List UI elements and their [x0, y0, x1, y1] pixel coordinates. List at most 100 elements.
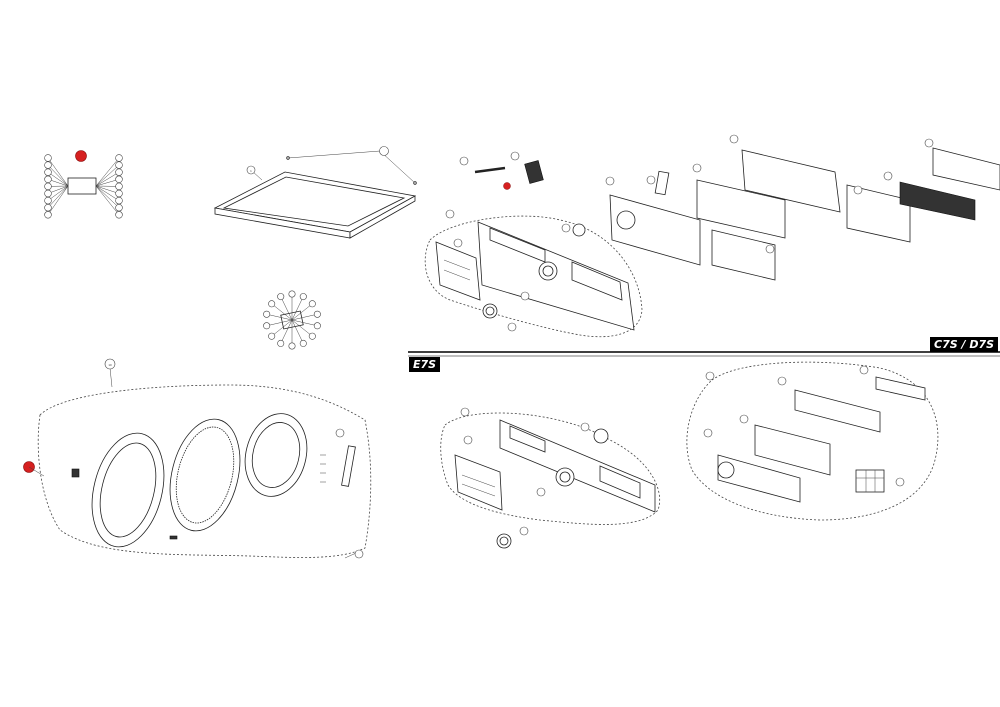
upper-display-window-left: [489, 227, 546, 263]
harness-callout: [44, 161, 52, 169]
upper-encoder: [616, 210, 636, 230]
radial-callout: [263, 322, 271, 330]
lower-main-board: [754, 424, 831, 476]
lower-pcb-frame: [794, 389, 881, 433]
lower-panel-boundary: [440, 412, 660, 525]
radial-callout: [288, 342, 296, 350]
harness-callout: [115, 189, 123, 198]
callout-lower-panel: [460, 407, 470, 417]
harness-callout: [115, 175, 123, 184]
callout-sensor-cable: [459, 156, 469, 166]
door-handle-pin: [169, 535, 178, 540]
harness-connector-block: [67, 177, 97, 195]
callout-door-assembly: [104, 358, 116, 370]
callout-upper-drawer: [453, 238, 463, 248]
radial-callout: [268, 300, 276, 308]
lower-led-cover: [875, 376, 926, 401]
door-hinge: [71, 468, 80, 478]
harness-callout: [44, 196, 52, 205]
radial-callout: [288, 290, 296, 298]
top-panel-side-edge: [349, 195, 416, 239]
upper-lcd-board: [932, 147, 1000, 191]
callout-top-panel: [246, 165, 256, 175]
radial-callout: [263, 310, 271, 318]
section-label-e7s: E7S: [409, 357, 441, 372]
callout-display-housing: [853, 185, 863, 195]
harness-callout: [44, 189, 52, 198]
callout-display-board: [605, 176, 615, 186]
radial-callout: [268, 332, 276, 340]
harness-callout: [44, 154, 52, 162]
callout-lower-drawer: [463, 435, 473, 445]
upper-display-board: [609, 194, 701, 266]
callout-led-strip: [646, 175, 656, 185]
callout-door-lock: [335, 428, 345, 438]
radial-leader-lines: [266, 294, 318, 346]
callout-lcd-board: [924, 138, 934, 148]
callout-upper-knob: [520, 291, 530, 301]
harness-callout: [115, 182, 123, 191]
harness-callout: [44, 168, 52, 176]
callout-door-cable: [354, 549, 364, 559]
door-lock-bracket: [341, 445, 356, 487]
callout-lower-led-cover: [859, 365, 869, 375]
harness-callout: [44, 211, 52, 219]
callout-upper-panel: [445, 209, 455, 219]
section-label-c7s-d7s: C7S / D7S: [930, 337, 999, 352]
upper-display-housing: [846, 184, 911, 243]
lower-encoder: [717, 461, 735, 479]
door-assembly-boundary: [37, 384, 372, 558]
harness-callouts: [44, 154, 123, 219]
callout-main-board: [692, 163, 702, 173]
radial-callout: [299, 339, 307, 347]
harness-callout: [44, 204, 52, 212]
radial-callout: [299, 293, 307, 301]
door-inner-glass-bowl: [251, 422, 301, 488]
radial-callouts: [263, 290, 321, 350]
harness-callout: [115, 161, 123, 169]
callout-lower-pcb-frame: [777, 376, 787, 386]
callout-lower-push-button: [580, 422, 590, 432]
upper-switch-module: [524, 160, 544, 184]
upper-detergent-drawer: [435, 241, 481, 301]
lower-push-button: [593, 428, 609, 444]
radial-callout: [277, 293, 285, 301]
radial-callout: [313, 322, 321, 330]
upper-pcb-frame: [741, 149, 841, 213]
callout-lower-filter: [895, 477, 905, 487]
door-glass: [99, 442, 157, 538]
radial-callout: [277, 339, 285, 347]
lower-electronics-boundary: [686, 361, 939, 521]
harness-callout: [115, 211, 123, 219]
radial-callout: [308, 332, 316, 340]
upper-control-panel-group: [424, 134, 1000, 338]
lower-display-window-left: [509, 425, 546, 453]
top-panel-screw: [413, 181, 417, 185]
callout-lower-display-board: [703, 428, 713, 438]
upper-main-board: [696, 179, 786, 239]
highlight-marker: [75, 150, 87, 162]
door-inner-frame-ribs: [175, 426, 235, 524]
callout-display-module: [883, 171, 893, 181]
callout-top-panel-label: 1: [250, 169, 252, 173]
radial-callout: [313, 310, 321, 318]
callout-push-button: [561, 223, 571, 233]
callout-switch-module: [510, 151, 520, 161]
callout-lower-knob: [536, 487, 546, 497]
upper-display-module: [899, 181, 976, 221]
lower-detergent-drawer: [454, 454, 503, 511]
radial-callout: [308, 300, 316, 308]
harness-callout: [44, 182, 52, 191]
top-panel-screw: [286, 156, 290, 160]
upper-led-strip: [654, 170, 670, 196]
harness-callout: [115, 196, 123, 205]
harness-callout: [115, 168, 123, 176]
highlight-marker: [503, 182, 511, 190]
radial-component-group: [263, 290, 321, 350]
callout-lower-knob-spare: [519, 526, 529, 536]
lower-filter-module: [855, 469, 885, 493]
callout-door-assembly-label: 10: [108, 363, 112, 367]
harness-callout: [44, 175, 52, 184]
